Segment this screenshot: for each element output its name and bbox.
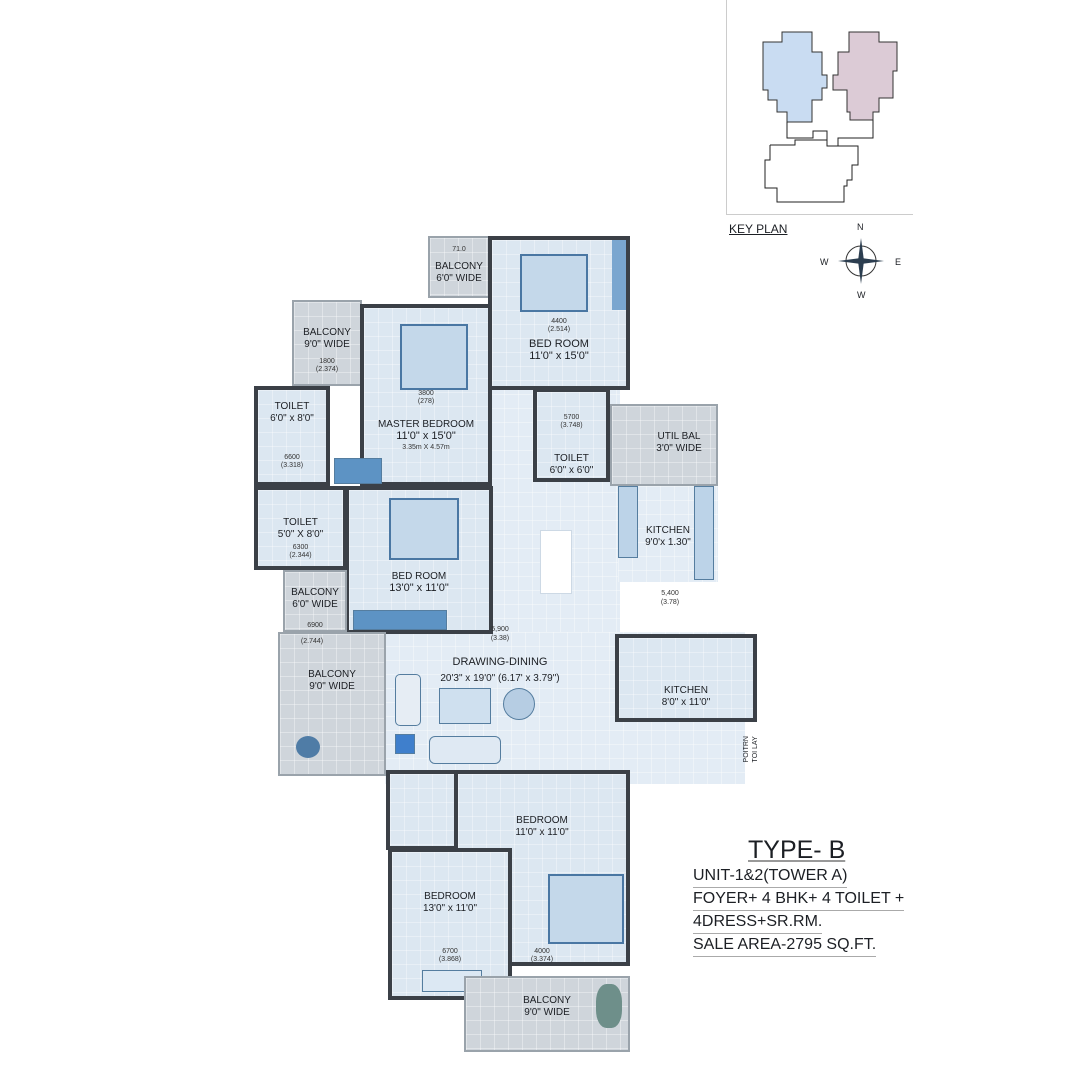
wardrobe (612, 240, 626, 310)
round-table (503, 688, 535, 720)
key-plan (726, 0, 913, 215)
unit-info-line: 4DRESS+SR.RM. (693, 911, 823, 934)
room-balcony-mid: BALCONY 6'0" WIDE 6900 (283, 570, 347, 632)
room-label: TOILET (274, 401, 310, 412)
room-size: 11'0" x 15'0" (396, 430, 456, 442)
coffee-table (439, 688, 491, 724)
room-master-bedroom: 3800 (278) MASTER BEDROOM 11'0" x 15'0" … (334, 304, 492, 486)
armchair (395, 734, 415, 754)
unit-info-line: FOYER+ 4 BHK+ 4 TOILET + (693, 888, 905, 911)
sofa (395, 674, 421, 726)
room-size: 11'0" x 11'0" (515, 827, 569, 838)
room-label: BED ROOM (529, 338, 589, 350)
unit-type-title: TYPE- B (748, 836, 846, 864)
unit-info-line: UNIT-1&2(TOWER A) (693, 865, 848, 888)
room-size: 9'0" WIDE (524, 1007, 570, 1018)
room-size: 13'0" x 11'0" (389, 582, 449, 594)
room-size: 6'0" x 8'0" (270, 413, 314, 424)
room-bedroom-bottom: BEDROOM 13'0" x 11'0" 6700 (3.868) (388, 848, 512, 1000)
room-label: BEDROOM (516, 815, 568, 826)
room-toilet-1: TOILET 6'0" x 8'0" 6600 (3.318) (254, 386, 330, 486)
room-label: BALCONY (523, 995, 571, 1006)
room-drawing-dining: 5,900 (3.38) DRAWING-DINING 20'3" x 19'0… (385, 626, 615, 772)
room-size: 6'0" x 6'0" (549, 465, 594, 476)
room-size: 6'0" WIDE (292, 599, 338, 610)
plant-icon (596, 984, 622, 1028)
room-label: BEDROOM (424, 891, 476, 902)
dressing-unit (334, 458, 382, 484)
room-size: 20'3" x 19'0" (6.17' x 3.79") (440, 673, 560, 684)
room-label: UTIL BAL (657, 431, 701, 442)
room-size: 13'0" x 11'0" (422, 903, 478, 914)
room-size: 9'0" WIDE (304, 339, 350, 350)
key-plan-unit-highlight-left (762, 31, 828, 123)
sale-area: SALE AREA-2795 SQ.FT. (693, 934, 877, 957)
compass-west: W (820, 257, 829, 267)
room-util-bal: UTIL BAL 3'0" WIDE (610, 404, 718, 486)
room-size: 11'0" x 15'0" (529, 350, 589, 362)
bed (520, 254, 588, 312)
room-label: DRAWING-DINING (452, 656, 548, 668)
room-metric-size: 3.35m X 4.57m (402, 444, 450, 451)
room-size: 9'0'x 1.30" (645, 537, 691, 548)
room-label: BED ROOM (391, 571, 447, 582)
bed (400, 324, 468, 390)
room-toilet-3: TOILET 5'0" X 8'0" 6300 (2.344) (254, 486, 347, 570)
room-toilet-2: 5700 (3.748) TOILET 6'0" x 6'0" (533, 388, 610, 482)
compass-rose-icon (838, 238, 884, 284)
bed (548, 874, 624, 944)
room-kitchen-1: KITCHEN 9'0'x 1.30" (618, 486, 718, 582)
compass-north: N (857, 222, 864, 232)
room-kitchen-2: KITCHEN 8'0" x 11'0" (615, 634, 757, 722)
key-plan-building-outline (786, 120, 874, 147)
kitchen-counter (618, 486, 638, 558)
room-label: BALCONY (291, 587, 339, 598)
dimension-label: (2.744) (300, 638, 324, 645)
room-balcony-left: BALCONY 9'0" WIDE 1800 (2.374) (292, 300, 362, 386)
room-label: KITCHEN (646, 525, 690, 536)
compass-east: E (895, 257, 902, 267)
room-label: TOILET (283, 517, 318, 528)
unit-info: TYPE- B UNIT-1&2(TOWER A) FOYER+ 4 BHK+ … (693, 836, 905, 957)
room-size: 6'0" WIDE (436, 273, 482, 284)
room-size: 8'0" x 11'0" (661, 697, 711, 708)
room-label: BALCONY (303, 327, 351, 338)
room-label: TOILET (554, 453, 589, 464)
bed (389, 498, 459, 560)
room-balcony-top: 71.0 BALCONY 6'0" WIDE (428, 236, 490, 298)
key-plan-tower-outline (764, 139, 859, 203)
room-balcony-bottom: BALCONY 9'0" WIDE (464, 976, 630, 1052)
kitchen-counter (694, 486, 714, 580)
sofa (429, 736, 501, 764)
room-size: 9'0" WIDE (309, 681, 355, 692)
room-size: 3'0" WIDE (656, 443, 702, 454)
room-label: MASTER BEDROOM (377, 419, 475, 430)
key-plan-label: KEY PLAN (729, 222, 788, 236)
wardrobe (353, 610, 447, 630)
room-size: 5'0" X 8'0" (277, 529, 324, 540)
room-label: BALCONY (435, 261, 483, 272)
room-label: KITCHEN (664, 685, 708, 696)
room-label: BALCONY (308, 669, 356, 680)
key-plan-unit-highlight-right (832, 31, 898, 121)
compass-south: W (857, 290, 866, 300)
plant-icon (296, 736, 320, 758)
room-balcony-big: (2.744) BALCONY 9'0" WIDE (278, 632, 386, 776)
room-bedroom-top: 4400 (2.514) BED ROOM 11'0" x 15'0" (488, 236, 630, 390)
key-plan-drawing (762, 31, 898, 203)
room-bedroom-mid: BED ROOM 13'0" x 11'0" (345, 486, 493, 634)
dining-table (540, 530, 572, 594)
